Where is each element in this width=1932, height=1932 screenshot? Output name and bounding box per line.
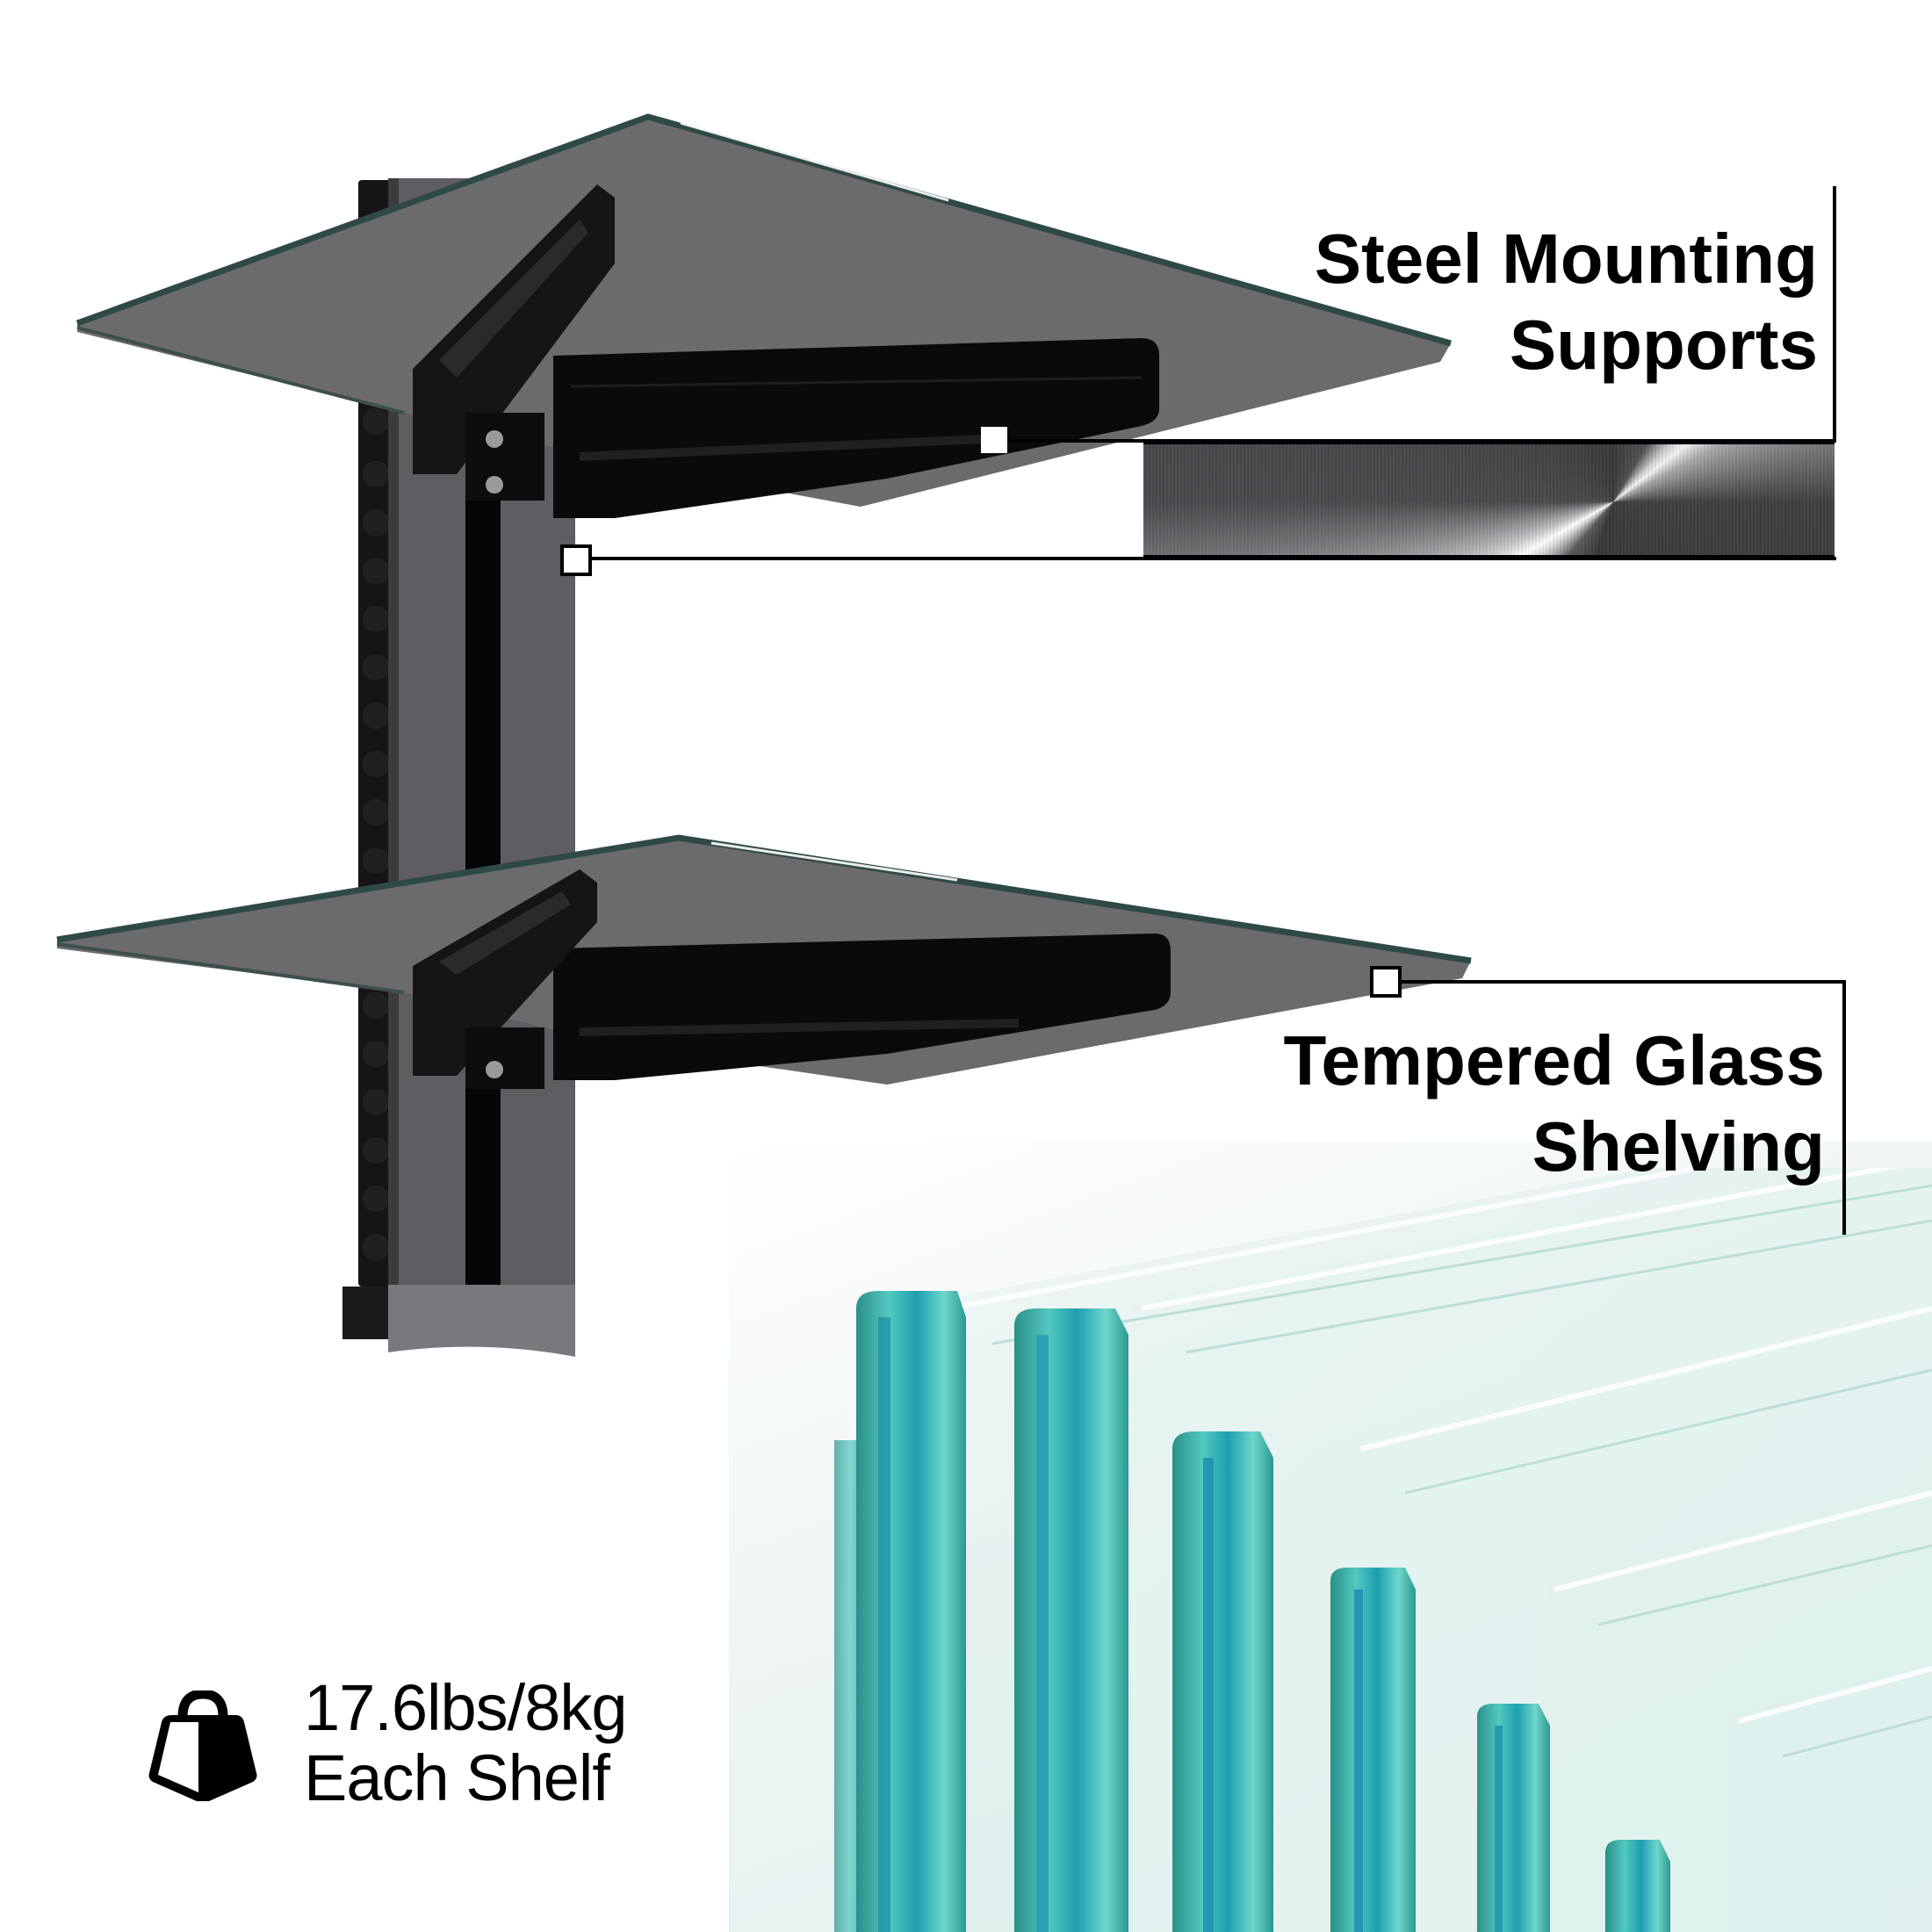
steel-callout-vertical-line xyxy=(1833,186,1836,441)
steel-callout-line1: Steel Mounting xyxy=(1314,220,1818,298)
top-shelf xyxy=(76,113,1452,518)
steel-callout-line2: Supports xyxy=(1509,306,1818,384)
glass-callout-line2: Shelving xyxy=(1532,1107,1825,1186)
capacity-line2: Each Shelf xyxy=(304,1741,610,1814)
glass-callout-horizontal-line xyxy=(1402,980,1846,984)
steel-callout-lower-line xyxy=(580,557,1836,560)
glass-callout-vertical-line xyxy=(1842,980,1846,1235)
bottom-shelf xyxy=(56,834,1472,1089)
steel-texture-swatch xyxy=(1143,441,1835,559)
glass-callout-label: Tempered Glass Shelving xyxy=(1283,1026,1825,1182)
steel-callout-marker-lower xyxy=(560,544,592,576)
steel-callout-label: Steel Mounting Supports xyxy=(1315,224,1818,380)
glass-callout-marker xyxy=(1370,966,1402,998)
tempered-glass-photo xyxy=(834,1168,1932,1932)
steel-callout-horizontal-line xyxy=(1008,439,1836,443)
capacity-line1: 17.6lbs/8kg xyxy=(304,1671,627,1744)
weight-icon xyxy=(148,1690,257,1801)
bottom-bracket-arm xyxy=(553,934,1171,1080)
steel-callout-marker-upper xyxy=(981,427,1007,453)
glass-callout-line1: Tempered Glass xyxy=(1283,1021,1825,1099)
